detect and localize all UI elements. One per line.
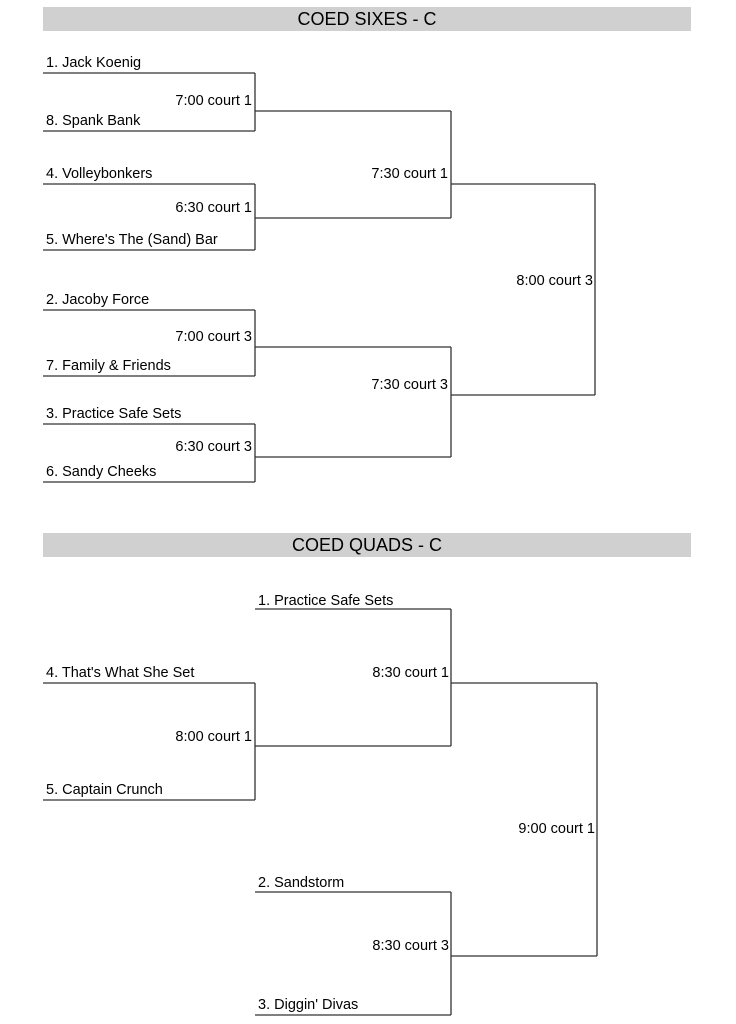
team-slot: 1. Jack Koenig	[46, 55, 142, 71]
team-slot: 6. Sandy Cheeks	[46, 464, 157, 480]
team-slot: 4. Volleybonkers	[46, 166, 153, 182]
team-slot: 3. Practice Safe Sets	[46, 406, 182, 422]
team-slot: 7. Family & Friends	[46, 358, 171, 374]
team-slot: 1. Practice Safe Sets	[258, 593, 394, 609]
match-time: 7:30 court 3	[371, 377, 448, 393]
team-slot: 4. That's What She Set	[46, 665, 195, 681]
match-time: 8:30 court 1	[372, 665, 449, 681]
match-time: 8:30 court 3	[372, 938, 449, 954]
match-time: 6:30 court 3	[175, 439, 252, 455]
team-slot: 8. Spank Bank	[46, 113, 141, 129]
team-slot: 5. Captain Crunch	[46, 782, 163, 798]
final-match-time: 8:00 court 3	[516, 273, 593, 289]
final-match-time: 9:00 court 1	[518, 821, 595, 837]
sixes-title: COED SIXES - C	[43, 7, 691, 31]
quads-title: COED QUADS - C	[43, 533, 691, 557]
match-time: 8:00 court 1	[175, 729, 252, 745]
team-slot: 5. Where's The (Sand) Bar	[46, 232, 218, 248]
team-slot: 3. Diggin' Divas	[258, 997, 359, 1013]
match-time: 7:00 court 1	[175, 93, 252, 109]
match-time: 7:00 court 3	[175, 329, 252, 345]
match-time: 7:30 court 1	[371, 166, 448, 182]
match-time: 6:30 court 1	[175, 200, 252, 216]
team-slot: 2. Sandstorm	[258, 875, 345, 891]
team-slot: 2. Jacoby Force	[46, 292, 150, 308]
